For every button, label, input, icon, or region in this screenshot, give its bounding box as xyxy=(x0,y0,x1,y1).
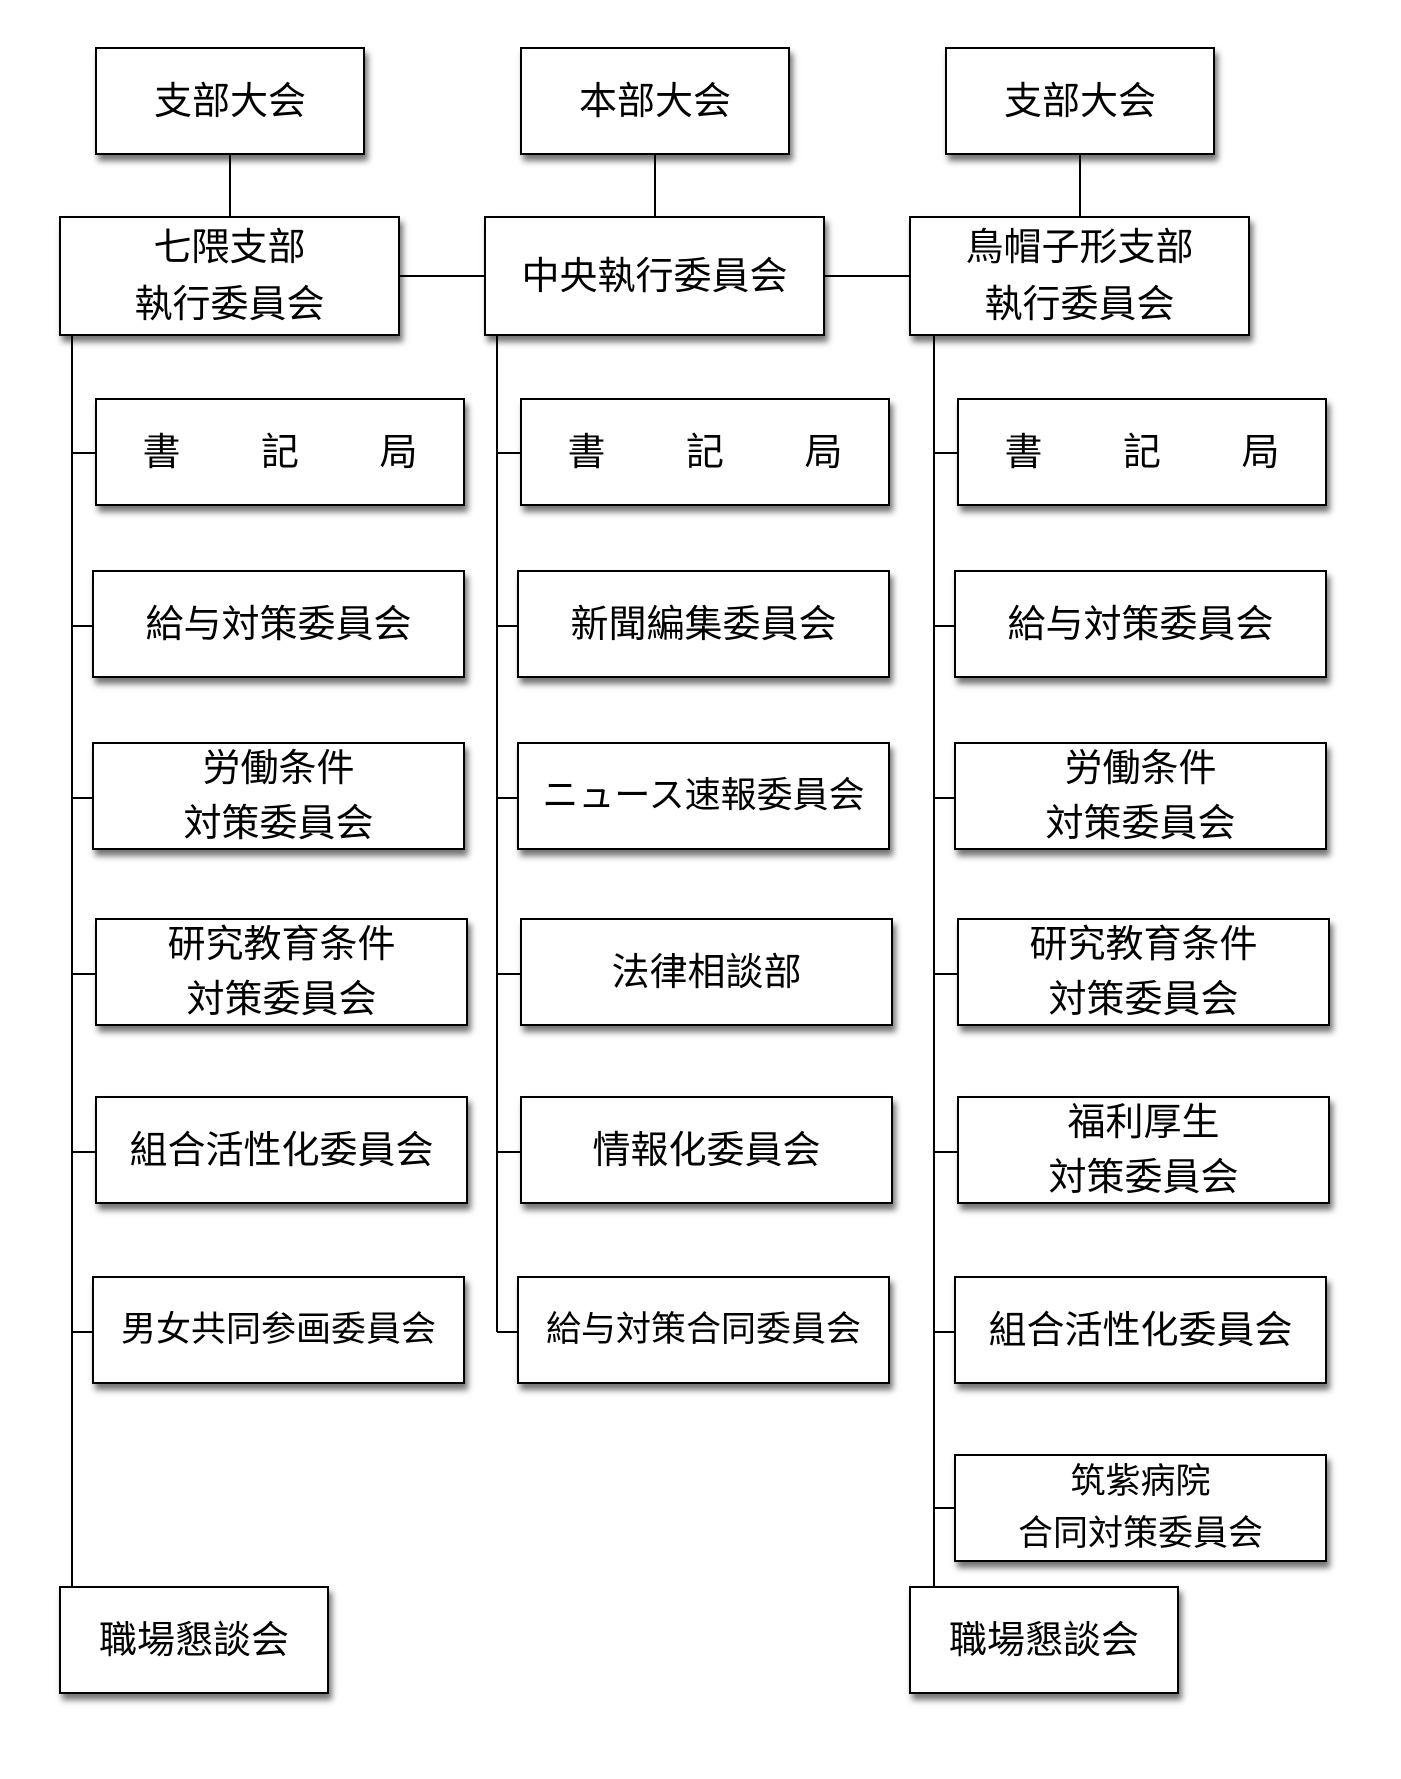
node-label: 研究教育条件 xyxy=(1029,921,1258,966)
node-label: 執行委員会 xyxy=(984,282,1175,326)
node-label: 新聞編集委員会 xyxy=(570,601,837,646)
node-label: 給与対策委員会 xyxy=(145,601,412,646)
news-bulletin-committee: ニュース速報委員会 xyxy=(517,742,890,850)
eboshigata-branch-executive: 鳥帽子形支部 執行委員会 xyxy=(909,216,1250,336)
right-working-conditions-committee: 労働条件 対策委員会 xyxy=(954,742,1327,850)
newspaper-editing-committee: 新聞編集委員会 xyxy=(517,570,890,678)
node-label: 鳥帽子形支部 xyxy=(965,225,1194,269)
node-label: 労働条件 xyxy=(202,745,355,790)
node-label: 研究教育条件 xyxy=(167,921,396,966)
central-executive-committee: 中央執行委員会 xyxy=(484,216,825,336)
left-secretariat: 書 記 局 xyxy=(95,398,465,506)
node-label: 給与対策合同委員会 xyxy=(545,1309,861,1350)
right-research-education-committee: 研究教育条件 対策委員会 xyxy=(957,918,1330,1026)
left-salary-committee: 給与対策委員会 xyxy=(92,570,465,678)
node-label: 支部大会 xyxy=(153,78,306,123)
branch-convention-right: 支部大会 xyxy=(945,47,1215,155)
node-label: ニュース速報委員会 xyxy=(542,775,865,816)
node-label: 書 記 局 xyxy=(1004,429,1314,474)
node-label: 職場懇談会 xyxy=(948,1617,1139,1662)
node-label: 情報化委員会 xyxy=(592,1127,821,1172)
node-label: 対策委員会 xyxy=(183,801,374,845)
left-gender-equality-committee: 男女共同参画委員会 xyxy=(92,1276,465,1384)
node-label: 執行委員会 xyxy=(134,282,325,326)
node-label: 対策委員会 xyxy=(1045,801,1236,845)
node-label: 本部大会 xyxy=(578,78,731,123)
node-label: 男女共同参画委員会 xyxy=(120,1309,436,1350)
nanakuma-branch-executive: 七隈支部 執行委員会 xyxy=(59,216,400,336)
node-label: 七隈支部 xyxy=(153,225,306,269)
node-label: 書 記 局 xyxy=(567,429,877,474)
node-label: 支部大会 xyxy=(1003,78,1156,123)
joint-salary-committee: 給与対策合同委員会 xyxy=(517,1276,890,1384)
node-label: 組合活性化委員会 xyxy=(988,1307,1293,1352)
right-union-activation-committee: 組合活性化委員会 xyxy=(954,1276,1327,1384)
left-working-conditions-committee: 労働条件 対策委員会 xyxy=(92,742,465,850)
center-secretariat: 書 記 局 xyxy=(520,398,890,506)
left-union-activation-committee: 組合活性化委員会 xyxy=(95,1096,468,1204)
node-label: 対策委員会 xyxy=(1048,977,1239,1021)
chikushi-hospital-joint-committee: 筑紫病院 合同対策委員会 xyxy=(954,1454,1327,1562)
right-workplace-meeting: 職場懇談会 xyxy=(909,1586,1179,1694)
node-label: 中央執行委員会 xyxy=(521,253,788,298)
node-label: 法律相談部 xyxy=(611,949,802,994)
node-label: 組合活性化委員会 xyxy=(129,1127,434,1172)
node-label: 福利厚生 xyxy=(1067,1099,1220,1144)
legal-consultation-dept: 法律相談部 xyxy=(520,918,893,1026)
node-label: 労働条件 xyxy=(1064,745,1217,790)
right-secretariat: 書 記 局 xyxy=(957,398,1327,506)
node-label: 筑紫病院 xyxy=(1070,1461,1211,1502)
node-label: 書 記 局 xyxy=(142,429,452,474)
branch-convention-left: 支部大会 xyxy=(95,47,365,155)
node-label: 給与対策委員会 xyxy=(1007,601,1274,646)
left-research-education-committee: 研究教育条件 対策委員会 xyxy=(95,918,468,1026)
node-label: 合同対策委員会 xyxy=(1017,1514,1263,1554)
left-workplace-meeting: 職場懇談会 xyxy=(59,1586,329,1694)
informatization-committee: 情報化委員会 xyxy=(520,1096,893,1204)
right-salary-committee: 給与対策委員会 xyxy=(954,570,1327,678)
node-label: 職場懇談会 xyxy=(98,1617,289,1662)
node-label: 対策委員会 xyxy=(1048,1155,1239,1199)
node-label: 対策委員会 xyxy=(186,977,377,1021)
headquarters-convention: 本部大会 xyxy=(520,47,790,155)
right-welfare-committee: 福利厚生 対策委員会 xyxy=(957,1096,1330,1204)
